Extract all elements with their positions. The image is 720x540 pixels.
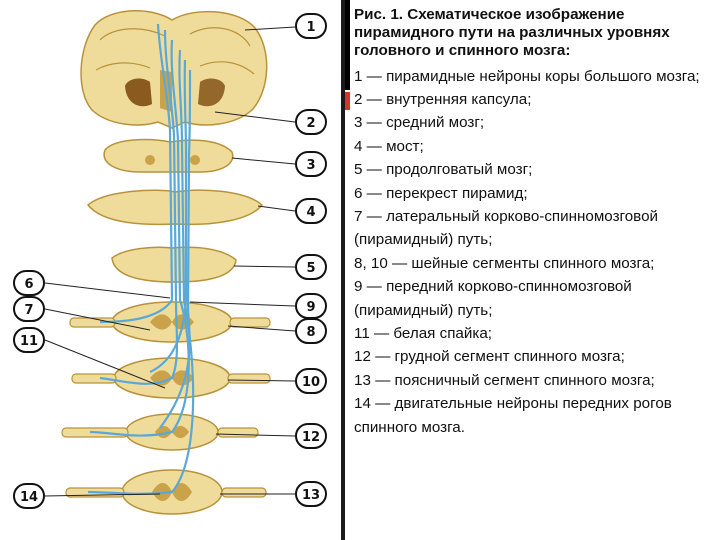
label-1: 1 (295, 13, 327, 39)
label-3: 3 (295, 151, 327, 177)
caption-item: 14 — двигательные нейроны передних рогов… (354, 395, 672, 436)
divider (341, 0, 345, 540)
svg-text:4: 4 (306, 205, 315, 220)
svg-text:10: 10 (302, 375, 320, 390)
caption-item: 7 — латеральный корково-спинномозговой (… (354, 208, 659, 249)
svg-text:11: 11 (20, 334, 38, 349)
label-14: 14 (13, 483, 45, 509)
label-11: 11 (13, 327, 45, 353)
caption-item: 8, 10 — шейные сегменты спинного мозга; (354, 254, 655, 272)
pyramidal-tract-diagram: 1 2 3 4 5 9 8 10 12 13 6 7 11 14 (13, 10, 327, 515)
caption-item: 4 — мост; (354, 137, 424, 155)
caption-item: 2 — внутренняя капсула; (354, 91, 532, 109)
label-12: 12 (295, 423, 327, 449)
label-4: 4 (295, 198, 327, 224)
label-2: 2 (295, 109, 327, 135)
svg-text:13: 13 (302, 488, 320, 503)
caption-item: 5 — продолговатый мозг; (354, 161, 533, 179)
brain-section (80, 10, 268, 129)
caption-item: 1 — пирамидные нейроны коры большого моз… (354, 67, 700, 85)
label-9: 9 (295, 293, 327, 319)
svg-text:1: 1 (306, 20, 315, 35)
svg-text:5: 5 (306, 261, 315, 276)
label-13: 13 (295, 481, 327, 507)
label-6: 6 (13, 270, 45, 296)
svg-text:7: 7 (24, 303, 33, 318)
label-7: 7 (13, 296, 45, 322)
label-5: 5 (295, 254, 327, 280)
svg-text:2: 2 (306, 116, 315, 131)
caption-title: Рис. 1. Схематическое изображение пирами… (354, 6, 670, 60)
label-10: 10 (295, 368, 327, 394)
svg-text:6: 6 (24, 277, 33, 292)
midbrain-section (103, 138, 234, 173)
svg-text:14: 14 (20, 490, 38, 505)
svg-text:3: 3 (306, 158, 315, 173)
medulla-section (111, 246, 237, 283)
svg-text:9: 9 (306, 300, 315, 315)
svg-text:8: 8 (306, 325, 315, 340)
caption-item: 6 — перекрест пирамид; (354, 184, 528, 202)
caption-item: 9 — передний корково-спинномозговой (пир… (354, 278, 632, 319)
cervical-segment-upper (111, 301, 233, 343)
caption-item: 13 — поясничный сегмент спинного мозга; (354, 371, 655, 389)
leader-lines (44, 26, 296, 497)
svg-text:12: 12 (302, 430, 320, 445)
pyramidal-pathway (87, 23, 195, 495)
accent-bar-black (345, 0, 350, 90)
accent-bar-red (345, 92, 350, 110)
label-8: 8 (295, 318, 327, 344)
caption-item: 11 — белая спайка; (354, 325, 493, 343)
caption-item: 3 — средний мозг; (354, 114, 485, 132)
caption-item: 12 — грудной сегмент спинного мозга; (354, 348, 625, 366)
figure-caption: Рис. 1. Схематическое изображение пирами… (354, 4, 714, 439)
